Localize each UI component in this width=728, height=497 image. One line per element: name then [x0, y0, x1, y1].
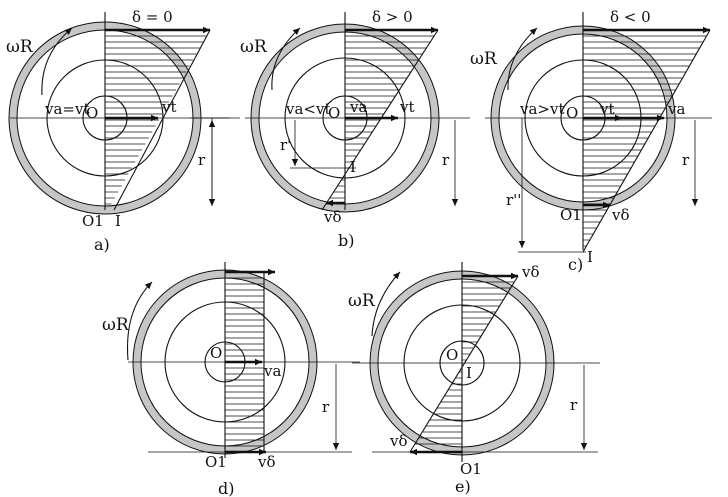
panel-c-vt-label: vt: [599, 100, 615, 118]
panel-e-axes: [352, 362, 600, 453]
panel-c-va-label: va: [667, 100, 685, 118]
panel-a-contact-label: O1: [82, 212, 104, 230]
panel-b-omega-arrow: [271, 27, 301, 91]
panel-c: δ < 0 ωR O va>vt vt va r r'' O1 vδ I c): [470, 8, 712, 274]
panel-d-contact-label: O1: [205, 453, 227, 471]
panel-b-caption: b): [338, 231, 354, 250]
panel-c-caption: c): [568, 255, 583, 274]
panel-e-contact-label: O1: [460, 460, 482, 478]
panel-c-condition: δ < 0: [610, 8, 651, 26]
panel-d: ωR O va r O1 vδ d): [102, 262, 360, 497]
panel-b-pole-radius-label: r': [280, 136, 291, 154]
panel-b-axes: [245, 114, 470, 206]
panel-d-va-label: va: [263, 362, 281, 380]
panel-a-omega-arrow: [41, 27, 73, 96]
panel-a-center-label: O: [86, 104, 98, 122]
panel-e-caption: e): [455, 477, 471, 496]
panel-d-caption: d): [218, 479, 234, 497]
panel-b-va-label: va: [349, 98, 367, 116]
panel-b-center-label: O: [328, 104, 340, 122]
panel-c-speed-relation: va>vt: [519, 100, 565, 118]
panel-d-omega-label: ωR: [102, 315, 130, 335]
panel-d-vdelta-label: vδ: [257, 453, 276, 471]
panel-c-axes: [485, 114, 712, 253]
panel-a-caption: a): [94, 235, 110, 254]
panel-b-speed-relation: va<vt: [285, 100, 331, 118]
panel-c-center-label: O: [566, 104, 578, 122]
panel-e-vdelta-top-label: vδ: [521, 263, 540, 281]
panel-e-omega-label: ωR: [348, 291, 376, 311]
panel-a-axes: [10, 114, 240, 206]
panel-e-radius-label: r: [570, 396, 578, 414]
panel-a-velocity-profile: [104, 12, 211, 211]
panel-b-radius-label: r: [442, 151, 450, 169]
panel-e-pole-label: I: [466, 364, 472, 382]
panel-a: δ = 0 ωR O va=vt vt r O1 I a): [6, 8, 240, 254]
panel-c-hatching: [583, 35, 707, 247]
panel-d-hatching: [225, 277, 264, 447]
panel-b-velocity-profile: [321, 12, 439, 211]
panel-b-vt-label: vt: [399, 98, 415, 116]
panel-c-radius-label: r: [682, 151, 690, 169]
panel-d-axes: [128, 358, 360, 453]
panel-e-omega-arrow: [371, 271, 401, 337]
panel-c-pole-radius-label: r'': [506, 191, 521, 209]
panel-b-omega-label: ωR: [240, 37, 268, 57]
panel-a-hatching: [105, 35, 207, 205]
panel-a-vt-label: vt: [161, 98, 177, 116]
panel-e-vdelta-bottom-label: vδ: [389, 432, 408, 450]
panel-c-contact-label: O1: [560, 206, 582, 224]
panel-b-condition: δ > 0: [372, 8, 413, 26]
panel-a-pole-label: I: [115, 212, 121, 230]
panel-d-center-label: O: [210, 344, 222, 362]
panel-d-radius-label: r: [322, 398, 330, 416]
panel-c-velocity-profile: [582, 12, 711, 253]
panel-a-condition: δ = 0: [132, 8, 173, 26]
panel-c-vdelta-label: vδ: [611, 206, 630, 224]
panel-a-omega-label: ωR: [6, 37, 34, 57]
panel-c-omega-label: ωR: [470, 49, 498, 69]
panel-e-center-label: O: [446, 346, 458, 364]
panel-b-vdelta-label: vδ: [323, 208, 342, 226]
panel-c-omega-arrow: [507, 27, 538, 91]
panel-c-pole-label: I: [587, 248, 593, 266]
panel-b: δ > 0 ωR O va<vt va vt r r' I vδ b): [240, 8, 470, 250]
panel-e: ωR O I vδ vδ r O1 e): [348, 262, 600, 496]
panel-d-omega-arrow: [126, 281, 153, 361]
panel-a-speed-relation: va=vt: [44, 100, 90, 118]
panel-a-radius-label: r: [198, 151, 206, 169]
panel-b-hatching: [325, 35, 435, 205]
panel-b-pole-label: I: [350, 158, 356, 176]
